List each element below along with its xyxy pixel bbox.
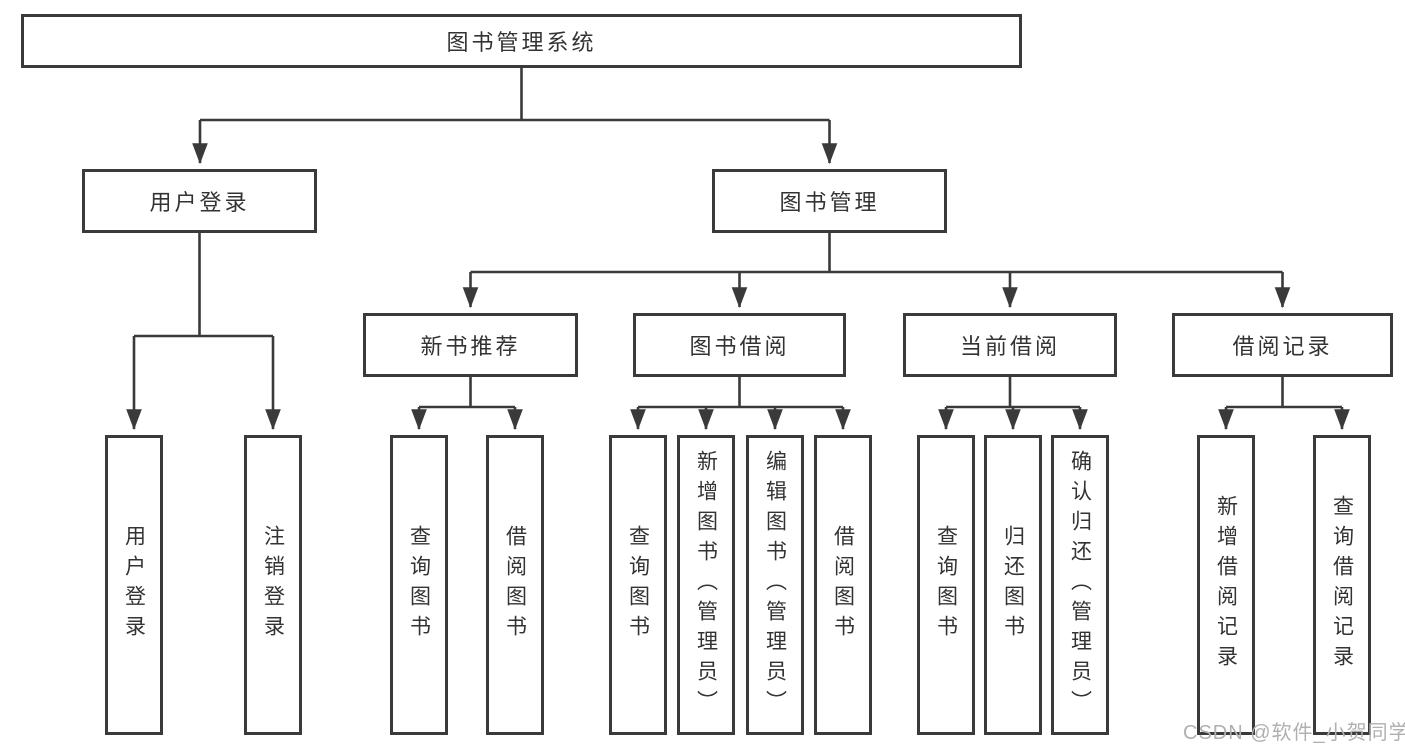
leaf-label: 借阅图书 bbox=[503, 525, 527, 645]
node-borrowing-records: 借阅记录 bbox=[1172, 313, 1393, 377]
node-new-book-recommendation: 新书推荐 bbox=[363, 313, 578, 377]
node-book-borrowing: 图书借阅 bbox=[633, 313, 846, 377]
leaf-query-books-recommend: 查询图书 bbox=[390, 435, 448, 735]
node-label: 当前借阅 bbox=[959, 334, 1060, 359]
leaf-edit-books-admin: 编辑图书（管理员） bbox=[746, 435, 804, 735]
node-label: 图书管理 bbox=[779, 190, 880, 215]
node-label: 新书推荐 bbox=[420, 334, 521, 359]
leaf-add-borrow-record: 新增借阅记录 bbox=[1197, 435, 1255, 735]
leaf-label: 查询图书 bbox=[626, 525, 650, 645]
leaf-label: 借阅图书 bbox=[831, 525, 855, 645]
leaf-label: 注销登录 bbox=[261, 525, 285, 645]
leaf-query-books-borrowing: 查询图书 bbox=[609, 435, 667, 735]
node-library-management-system: 图书管理系统 bbox=[21, 14, 1022, 68]
leaf-label: 新增借阅记录 bbox=[1214, 495, 1238, 675]
leaf-label: 查询图书 bbox=[407, 525, 431, 645]
leaf-user-login: 用户登录 bbox=[105, 435, 163, 735]
leaf-add-books-admin: 新增图书（管理员） bbox=[677, 435, 735, 735]
leaf-label: 编辑图书（管理员） bbox=[763, 450, 787, 720]
leaf-label: 确认归还（管理员） bbox=[1068, 450, 1092, 720]
csdn-watermark: CSDN @软件_小贺同学 bbox=[1183, 722, 1405, 744]
node-current-borrowing: 当前借阅 bbox=[903, 313, 1117, 377]
leaf-label: 用户登录 bbox=[122, 525, 146, 645]
node-user-login: 用户登录 bbox=[82, 169, 317, 233]
leaf-label: 新增图书（管理员） bbox=[694, 450, 718, 720]
node-label: 图书管理系统 bbox=[446, 30, 597, 55]
leaf-query-books-current: 查询图书 bbox=[917, 435, 975, 735]
node-label: 借阅记录 bbox=[1232, 334, 1333, 359]
leaf-query-borrow-record: 查询借阅记录 bbox=[1313, 435, 1371, 735]
leaf-label: 查询借阅记录 bbox=[1330, 495, 1354, 675]
node-label: 图书借阅 bbox=[689, 334, 790, 359]
leaf-borrow-books-recommend: 借阅图书 bbox=[486, 435, 544, 735]
node-label: 用户登录 bbox=[149, 190, 250, 215]
leaf-borrow-books: 借阅图书 bbox=[814, 435, 872, 735]
leaf-confirm-return-admin: 确认归还（管理员） bbox=[1051, 435, 1109, 735]
node-book-management: 图书管理 bbox=[712, 169, 947, 233]
leaf-logout: 注销登录 bbox=[244, 435, 302, 735]
leaf-label: 查询图书 bbox=[934, 525, 958, 645]
leaf-return-books: 归还图书 bbox=[984, 435, 1042, 735]
leaf-label: 归还图书 bbox=[1001, 525, 1025, 645]
